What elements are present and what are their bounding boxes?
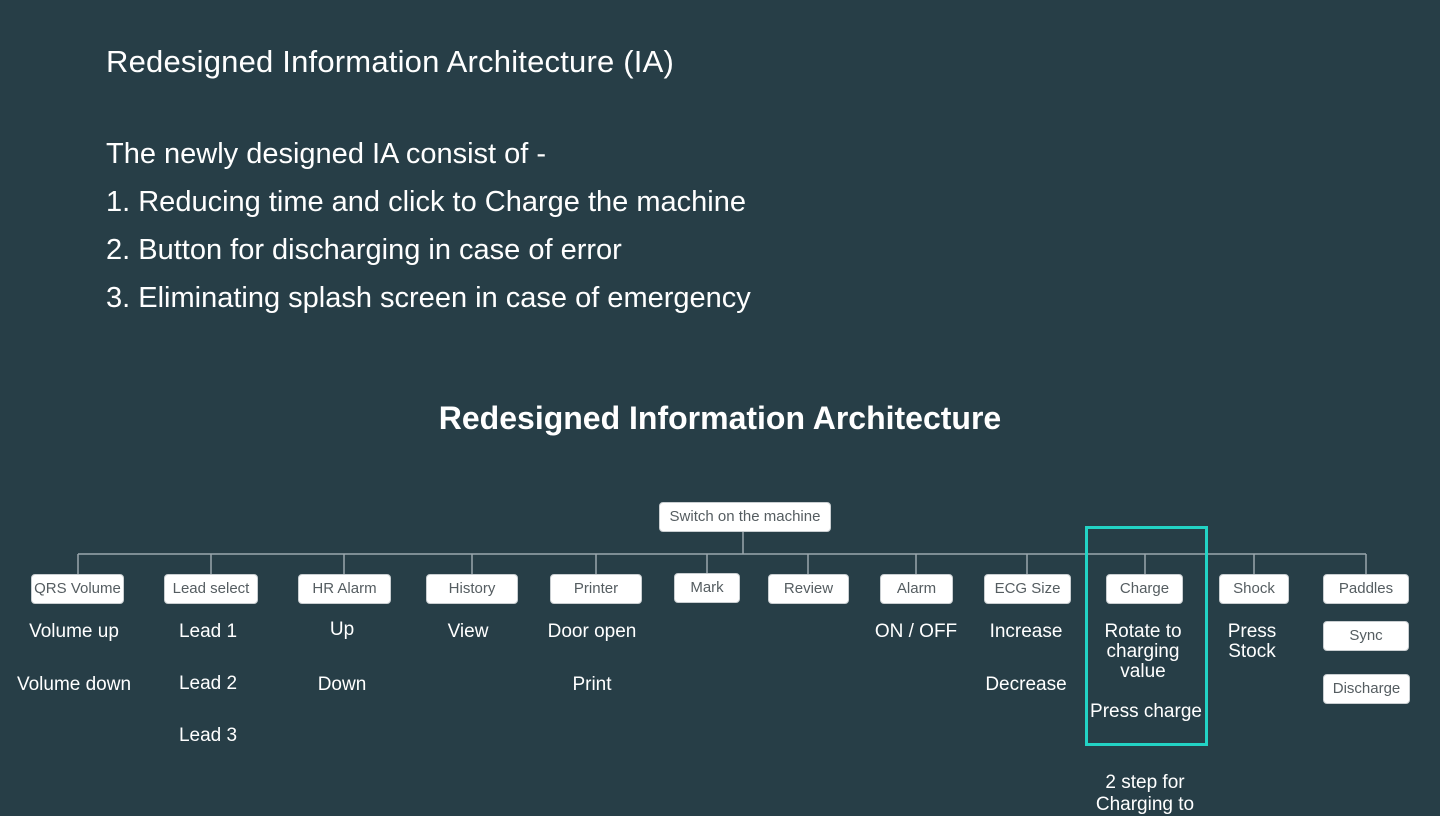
leaf-lead-2: Lead 2 [178,673,238,694]
node-shock[interactable]: Shock [1219,574,1289,604]
leaf-sync-button[interactable]: Sync [1323,621,1409,651]
node-mark[interactable]: Mark [674,573,740,603]
node-paddles[interactable]: Paddles [1323,574,1409,604]
leaf-rotate-charging-value: Rotate to charging value [1104,621,1182,682]
leaf-door-open: Door open [547,621,637,642]
intro-point-3: 3. Eliminating splash screen in case of … [106,282,751,314]
leaf-ecg-increase: Increase [989,621,1063,642]
leaf-volume-down: Volume down [16,674,132,695]
leaf-lead-1: Lead 1 [178,621,238,642]
intro-point-1: 1. Reducing time and click to Charge the… [106,186,746,218]
leaf-discharge-button[interactable]: Discharge [1323,674,1410,704]
node-history[interactable]: History [426,574,518,604]
node-ecg-size[interactable]: ECG Size [984,574,1071,604]
charge-highlight-box [1085,526,1208,746]
charge-step-note: 2 step for Charging to [1095,772,1195,815]
leaf-press-stock: Press Stock [1227,621,1277,662]
leaf-press-charge: Press charge [1090,701,1202,722]
node-hr-alarm[interactable]: HR Alarm [298,574,391,604]
leaf-ecg-decrease: Decrease [985,674,1067,695]
leaf-lead-3: Lead 3 [178,725,238,746]
leaf-history-view: View [447,621,489,642]
node-alarm[interactable]: Alarm [880,574,953,604]
node-printer[interactable]: Printer [550,574,642,604]
intro-lead: The newly designed IA consist of - [106,138,547,170]
node-charge[interactable]: Charge [1106,574,1183,604]
slide-heading: Redesigned Information Architecture (IA) [106,44,674,79]
node-lead-select[interactable]: Lead select [164,574,258,604]
leaf-volume-up: Volume up [29,621,119,642]
leaf-hr-up: Up [329,619,355,640]
leaf-alarm-on-off: ON / OFF [874,621,958,642]
intro-point-2: 2. Button for discharging in case of err… [106,234,622,266]
node-qrs-volume[interactable]: QRS Volume [31,574,124,604]
root-node-switch-on[interactable]: Switch on the machine [659,502,831,532]
node-review[interactable]: Review [768,574,849,604]
diagram-title: Redesigned Information Architecture [438,400,1002,436]
leaf-hr-down: Down [317,674,367,695]
leaf-print: Print [572,674,612,695]
intro-text: The newly designed IA consist of - 1. Re… [106,130,751,322]
